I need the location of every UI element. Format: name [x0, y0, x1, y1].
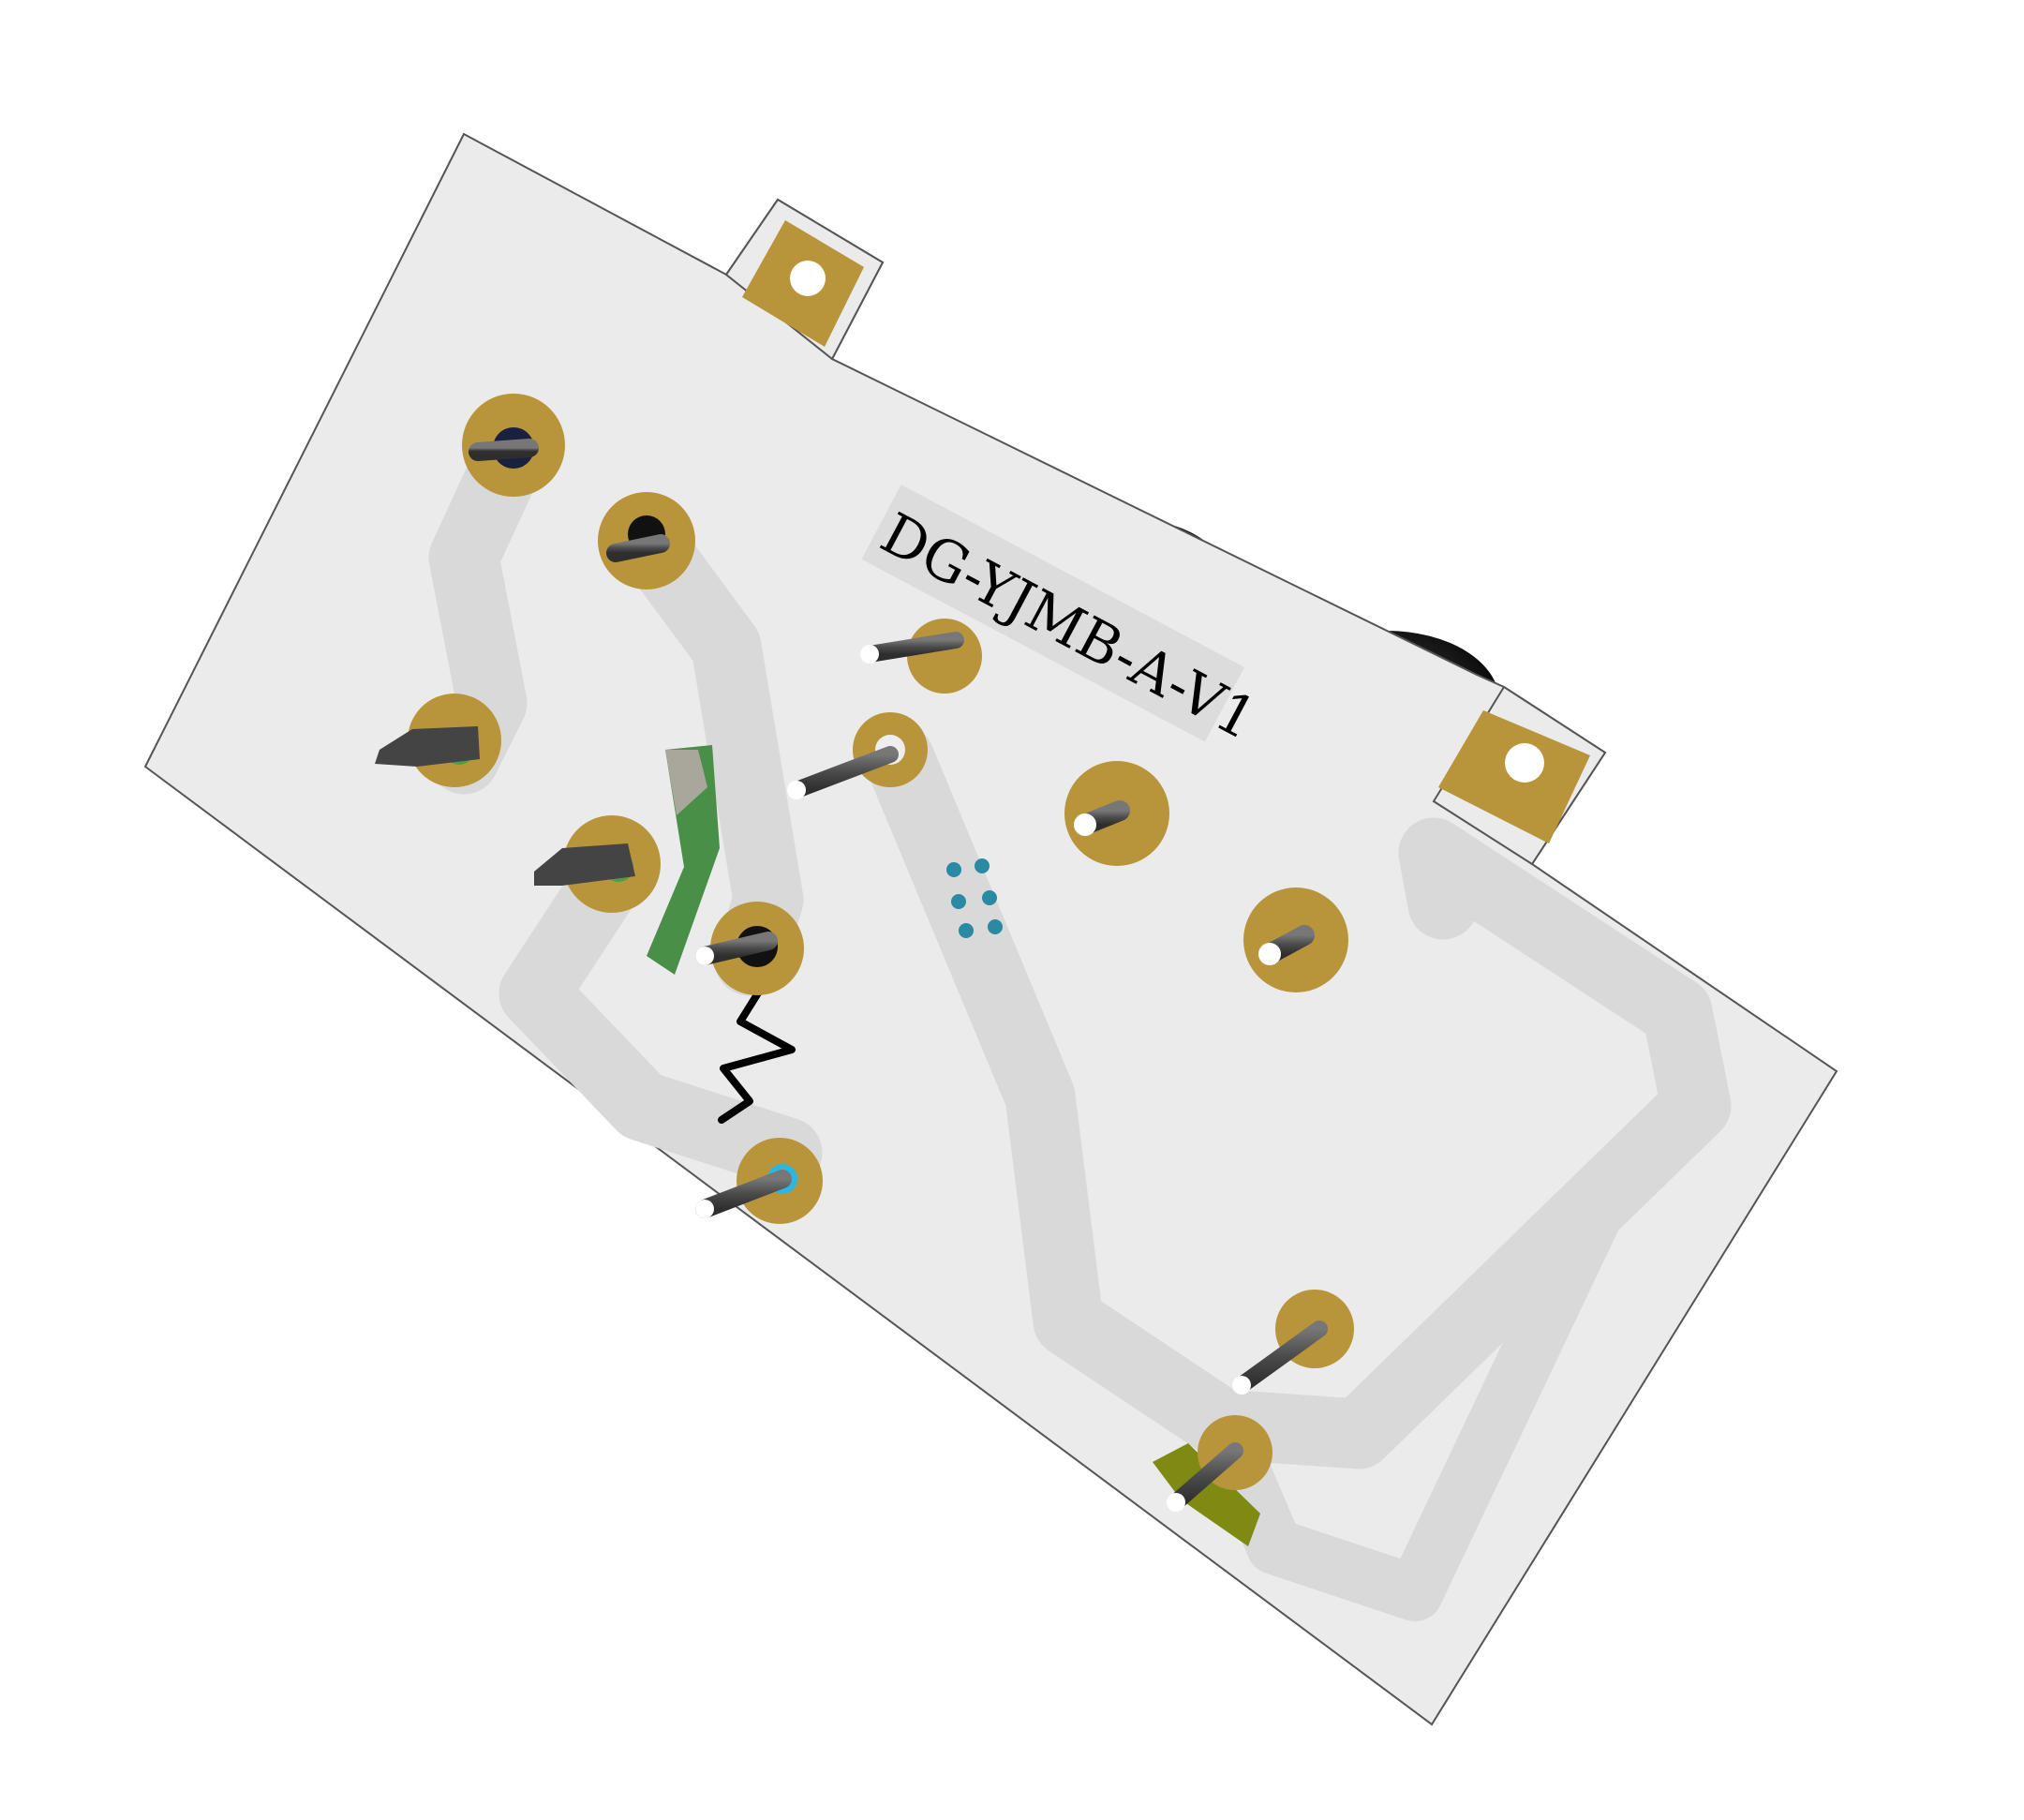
through-hole-pads [375, 394, 1354, 1511]
pad-6 [695, 1138, 823, 1224]
pad-1 [462, 394, 565, 497]
via-cluster [946, 858, 1003, 938]
pad-11 [1233, 1290, 1354, 1394]
pin-tips [695, 645, 1281, 1512]
mounting-tab-right [1432, 685, 1607, 866]
pad-2 [598, 492, 695, 589]
mounting-tab-top [724, 198, 885, 361]
pad-7 [861, 619, 982, 694]
olive-component [1153, 1443, 1260, 1546]
pad-12 [1168, 1415, 1272, 1511]
pad-8 [788, 712, 928, 798]
pad-5 [695, 902, 804, 995]
pad-9 [1064, 761, 1169, 866]
pad-10 [1243, 888, 1348, 992]
green-component [647, 745, 720, 975]
resistor-symbol [718, 980, 796, 1124]
pad-4 [534, 815, 661, 913]
pad-3 [375, 694, 501, 787]
